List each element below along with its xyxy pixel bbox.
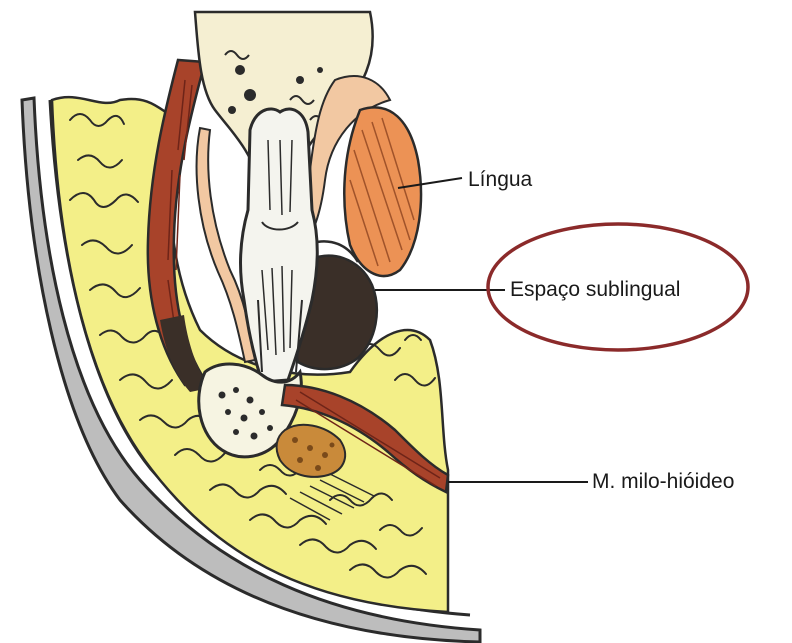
label-mylohyoid: M. milo-hióideo (592, 470, 734, 493)
label-sublingual-space: Espaço sublingual (510, 278, 680, 301)
label-tongue: Língua (468, 168, 533, 191)
